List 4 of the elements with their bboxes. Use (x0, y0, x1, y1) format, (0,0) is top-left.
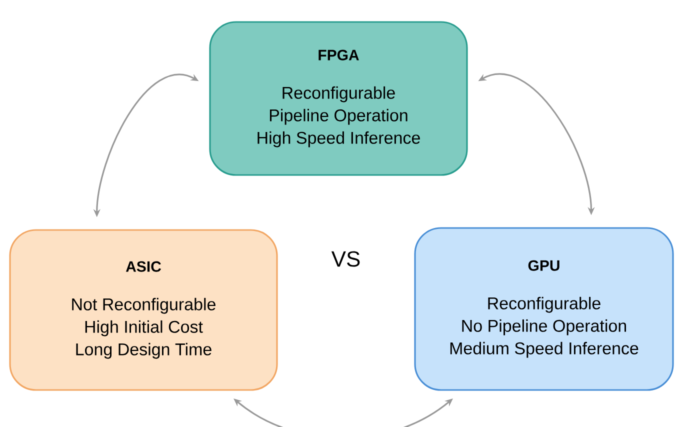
process-box: ASIC Not Reconfigurable High Initial Cost Long Design Time (9, 229, 278, 391)
process-box: GPU Reconfigurable No Pipeline Operation Medium Speed Inference (414, 227, 674, 391)
process-box: FPGA Reconfigurable Pipeline Operation High Speed Inference (209, 21, 468, 176)
vs-label: VS (331, 251, 360, 267)
